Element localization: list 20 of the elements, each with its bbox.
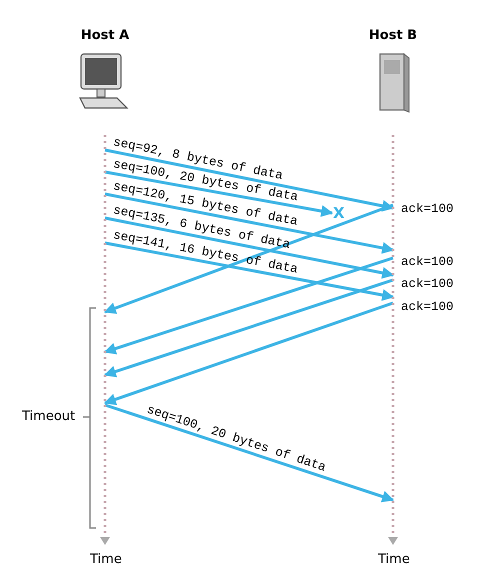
arrow (104, 404, 394, 502)
host-name: Host B (368, 28, 418, 43)
host-name: Host A (80, 28, 130, 43)
arrow (104, 242, 394, 301)
arrow (104, 192, 394, 254)
timeout-label: Timeout (22, 409, 76, 424)
arrow (104, 204, 394, 314)
edge-label: ack=100 (401, 277, 454, 291)
loss-mark: X (333, 204, 345, 222)
edge-label: ack=100 (401, 300, 454, 314)
edge-label: ack=100 (401, 202, 454, 216)
arrow (104, 302, 394, 406)
arrow (104, 256, 394, 354)
arrow (104, 148, 394, 212)
arrow (104, 170, 334, 217)
arrow (104, 216, 394, 279)
time-label: Time (378, 552, 410, 567)
time-label: Time (90, 552, 122, 567)
arrow (104, 278, 394, 378)
edge-label: ack=100 (401, 255, 454, 269)
